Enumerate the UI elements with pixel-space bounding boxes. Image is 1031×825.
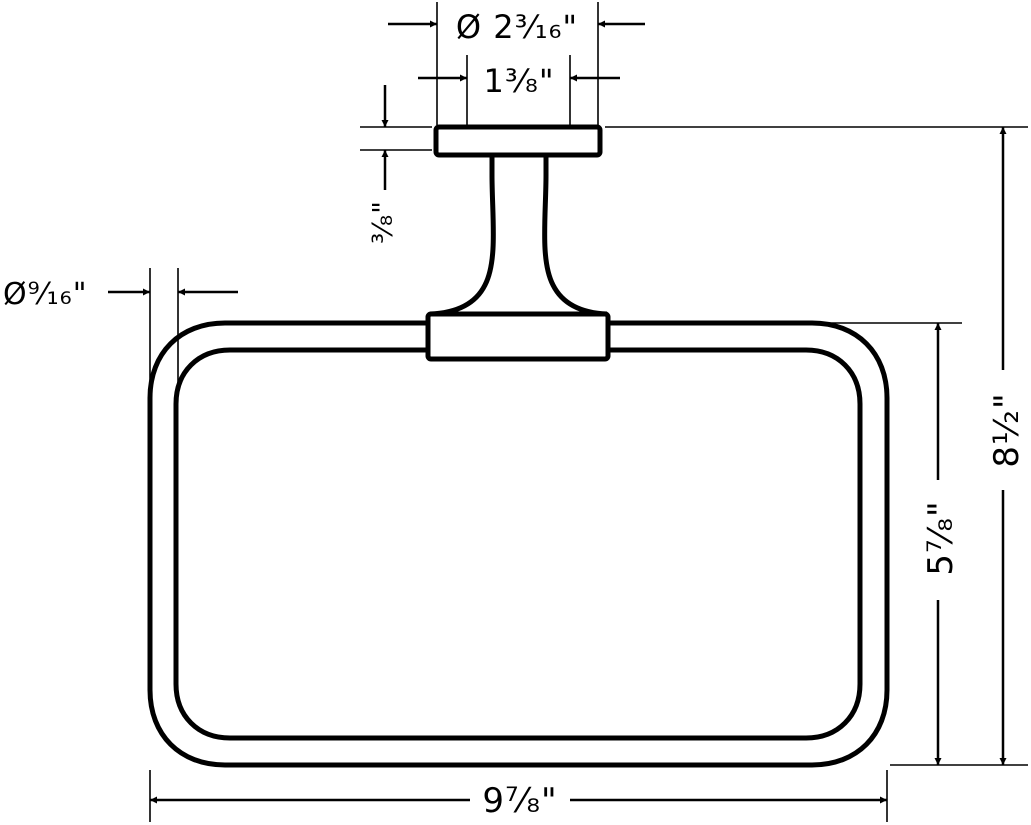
dim-total-height-label: 8¹⁄₂" bbox=[987, 392, 1027, 467]
ring-clamp-block bbox=[425, 311, 611, 362]
dim-mount-thickness: ³⁄₈" bbox=[360, 85, 432, 244]
dim-ring-width: 9⁷⁄₈" bbox=[149, 770, 888, 822]
towel-ring-outline bbox=[147, 124, 890, 768]
dim-total-height: 8¹⁄₂" bbox=[605, 126, 1028, 765]
dim-tube-diameter-label: Ø⁹⁄₁₆" bbox=[3, 277, 88, 312]
ring-inner-edge bbox=[173, 347, 863, 741]
dim-ring-width-label: 9⁷⁄₈" bbox=[482, 781, 557, 821]
dim-mount-thickness-label: ³⁄₈" bbox=[366, 200, 399, 244]
dim-mount-diameter: Ø 2³⁄₁₆" bbox=[388, 2, 645, 125]
dim-mount-inner-width-label: 1³⁄₈" bbox=[483, 62, 554, 100]
dim-tube-diameter: Ø⁹⁄₁₆" bbox=[3, 268, 238, 395]
dim-ring-height-label: 5⁷⁄₈" bbox=[921, 500, 961, 575]
dim-mount-inner-width: 1³⁄₈" bbox=[418, 55, 620, 125]
ring-outer-edge bbox=[147, 320, 890, 768]
wall-mount-plate bbox=[433, 124, 603, 158]
dim-ring-height: 5⁷⁄₈" bbox=[610, 322, 1028, 766]
dim-mount-diameter-label: Ø 2³⁄₁₆" bbox=[456, 8, 578, 46]
mount-stem bbox=[429, 155, 608, 317]
